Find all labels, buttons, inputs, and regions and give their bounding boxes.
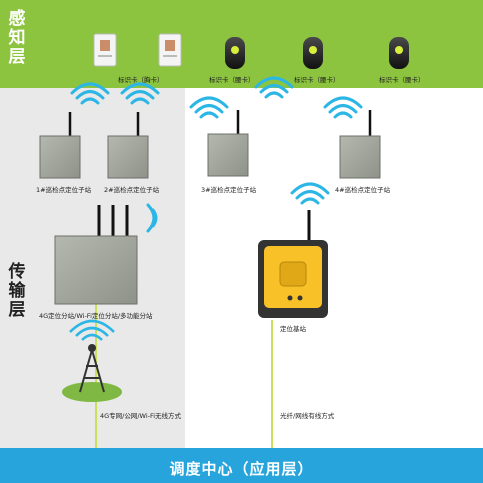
wired-method-label: 光纤/网线有线方式 [280,412,335,420]
belt-card-label-3: 标识卡（腰卡） [379,76,425,84]
sub-station-4-label: 4#巡检点定位子站 [335,186,391,194]
signal-tower-icon [62,319,122,402]
positioning-base-station-device [258,210,328,318]
wifi-signal-icon [189,96,229,119]
sub-station-2-device [107,112,149,179]
wifi-signal-icon [290,182,330,205]
sub-station-3-device [207,110,249,177]
wifi-signal-icon [254,76,294,99]
base-station-label: 定位基站 [280,325,306,333]
wifi-signal-icon [323,96,363,119]
badge-card-icon [158,33,182,67]
dispatch-center-band [0,448,483,483]
sub-station-4-device [339,110,381,179]
belt-card-icon [225,37,245,69]
sub-station-1-device [39,112,81,179]
sub-station-1-label: 1#巡检点定位子站 [36,186,92,194]
wifi-signal-icon [146,203,158,233]
belt-card-icon [303,37,323,69]
sub-station-2-label: 2#巡检点定位子站 [104,186,160,194]
badge-card-icon [93,33,117,67]
badge-card-label: 标识卡（胸卡） [118,76,164,84]
wireless-method-label: 4G专网/公网/Wi-Fi无线方式 [100,412,182,420]
perception-layer-label: 感知层 [8,9,26,67]
belt-card-label-2: 标识卡（腰卡） [294,76,340,84]
main-4g-substation-label: 4G定位分站/Wi-Fi定位分站/多功能分站 [39,312,153,320]
dispatch-center-title: 调度中心（应用层） [169,460,314,478]
belt-card-label-1: 标识卡（腰卡） [209,76,255,84]
wifi-signal-icon [70,82,110,105]
sub-station-3-label: 3#巡检点定位子站 [201,186,257,194]
main-4g-substation-device [54,205,138,305]
transport-layer-label: 传输层 [8,262,26,320]
belt-card-icon [389,37,409,69]
wifi-signal-icon [120,82,160,105]
